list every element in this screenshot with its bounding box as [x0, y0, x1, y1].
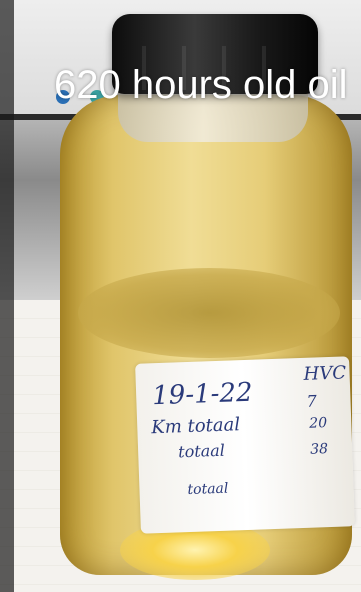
left-shadow	[0, 0, 14, 592]
bottle-cap	[112, 14, 318, 94]
label-mark-total: totaal	[177, 440, 226, 462]
label-right-1: 7	[306, 391, 318, 411]
handwritten-label: 19-1-22 Km totaal totaal totaal HVC 7 20…	[135, 356, 355, 534]
caption-text: 620 hours old oil	[54, 63, 348, 107]
label-date: 19-1-22	[151, 377, 253, 412]
label-right-3: 38	[309, 441, 329, 458]
label-right-top: HVC	[303, 362, 347, 385]
label-right-2: 20	[309, 415, 328, 432]
label-bottom-total: totaal	[187, 480, 229, 499]
label-km-total: Km totaal	[150, 414, 241, 439]
oil-surface	[78, 268, 340, 358]
monitor-icon-blue	[56, 90, 70, 104]
